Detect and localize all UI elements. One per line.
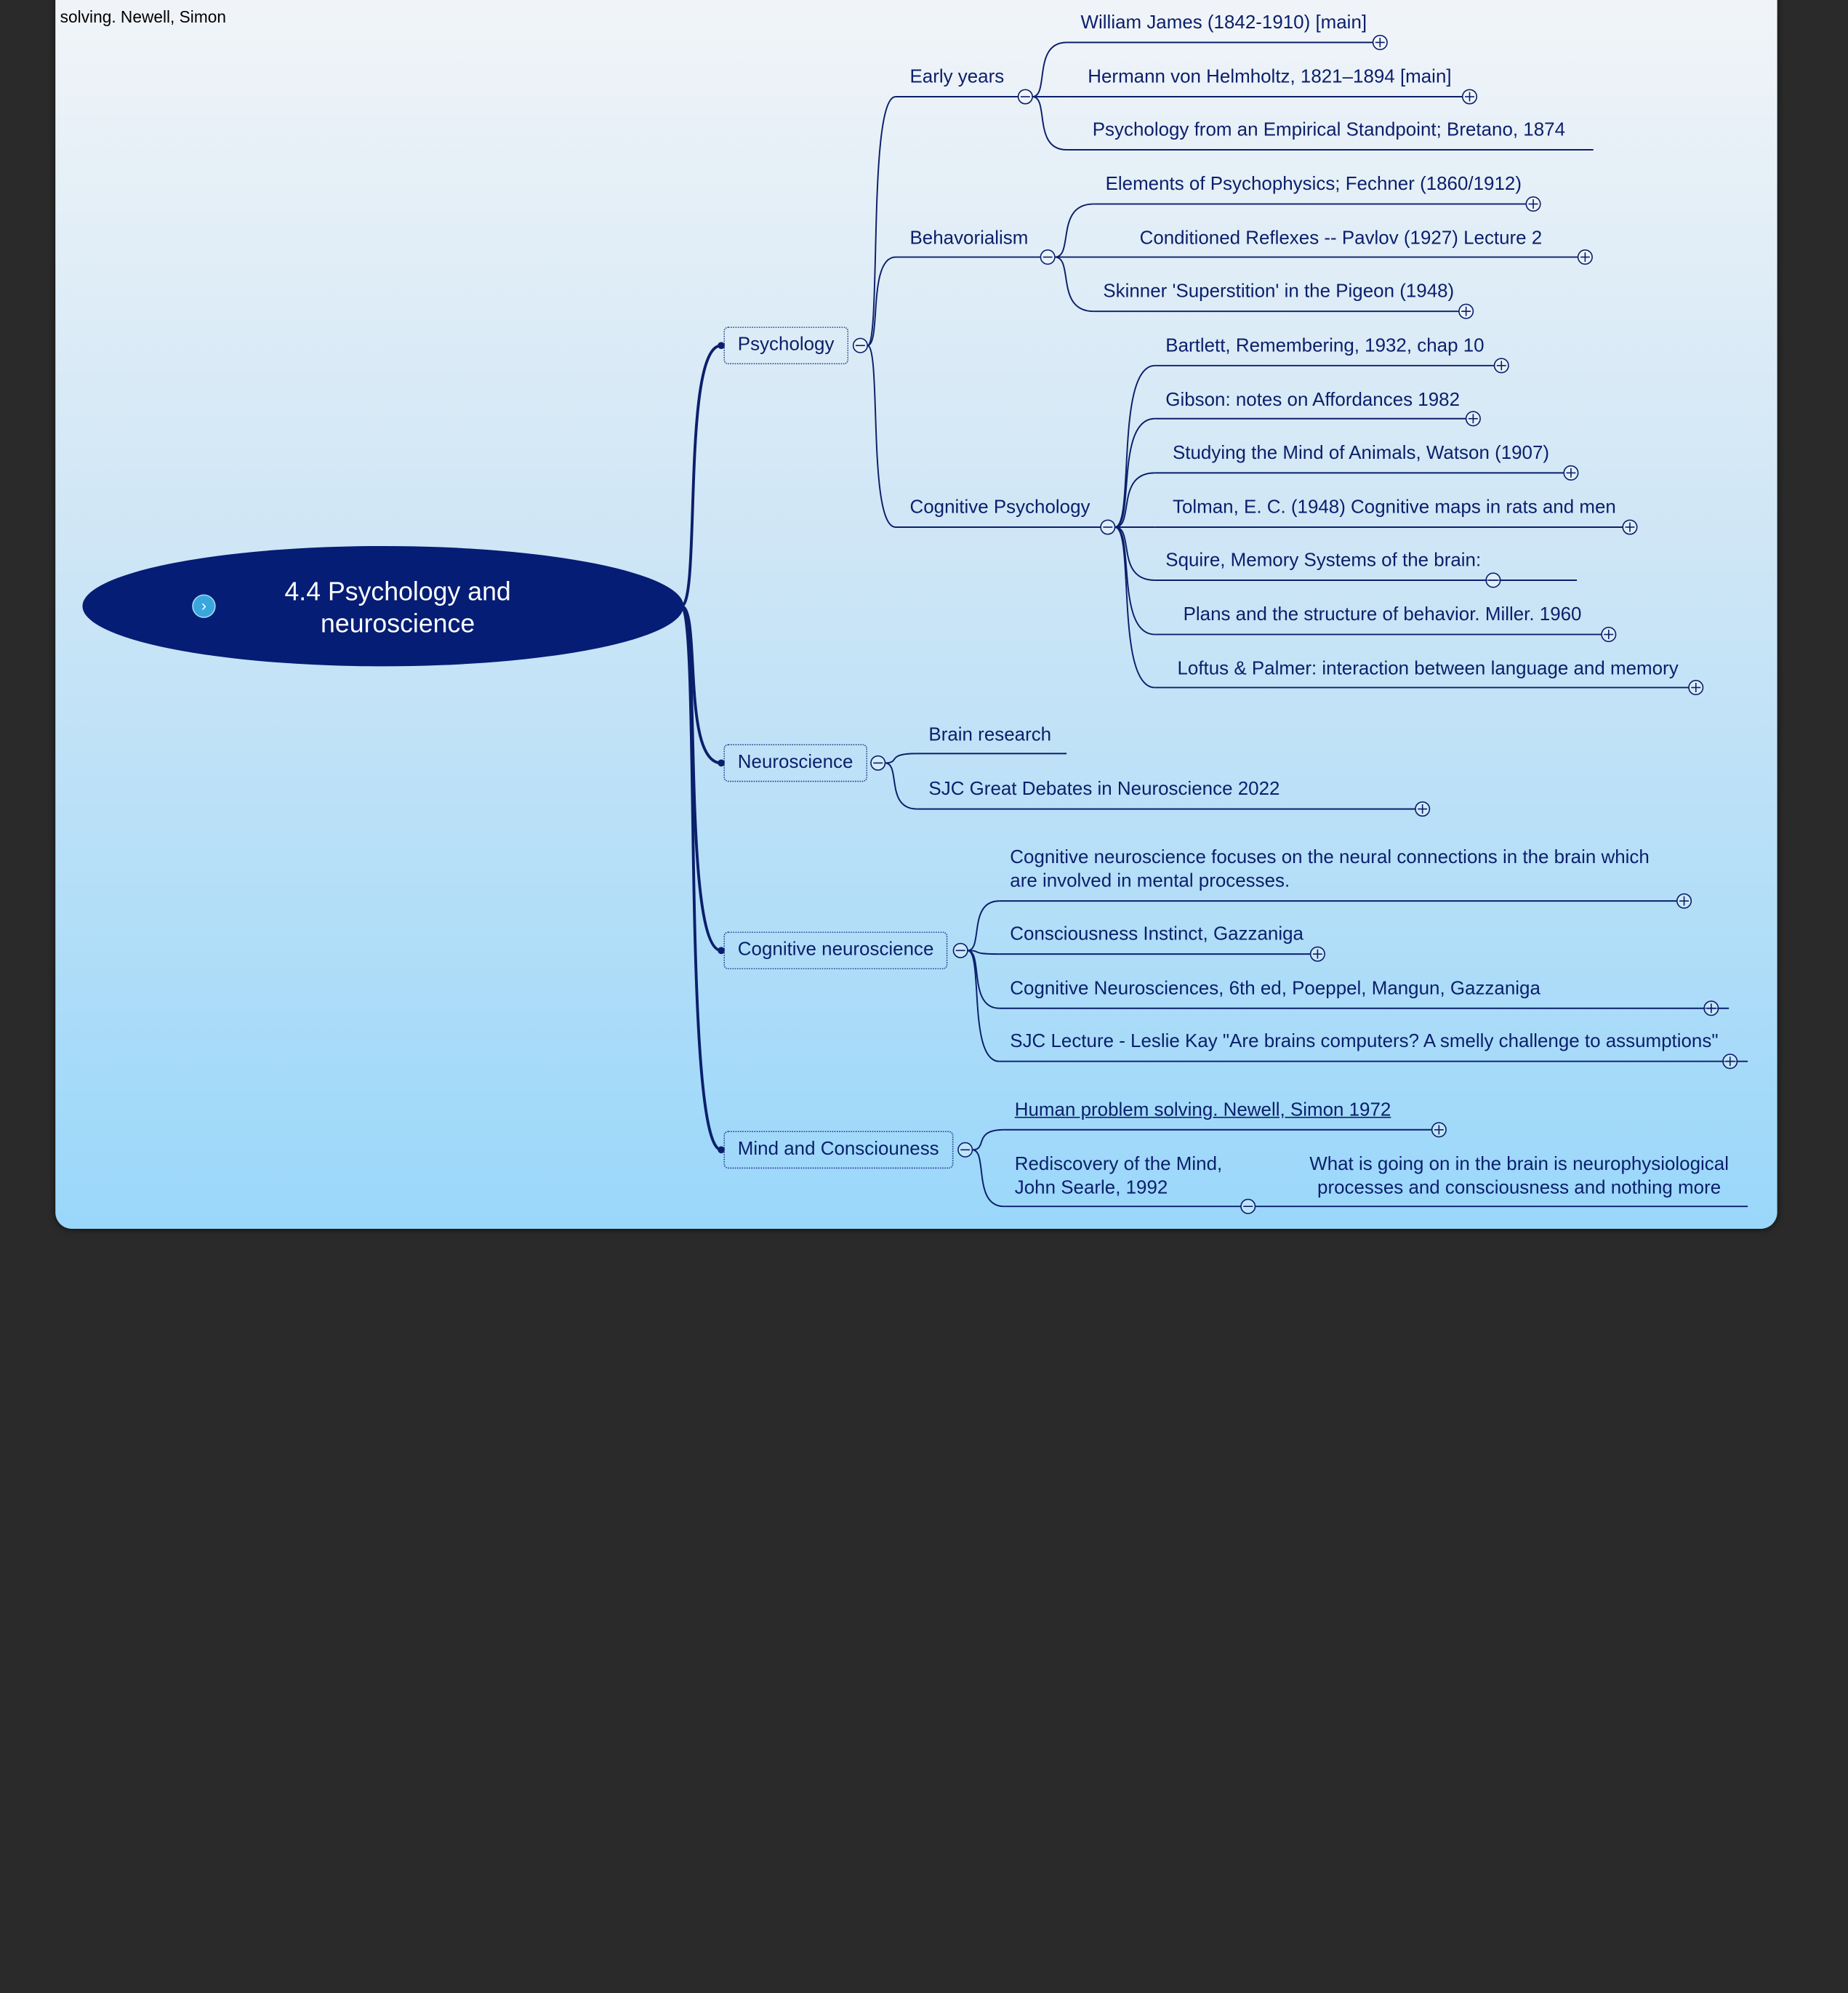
leaf-gibson[interactable]: Gibson: notes on Affordances 1982 <box>1165 390 1461 411</box>
root-connector-3 <box>680 604 722 1152</box>
leaf-consciousness-instinct[interactable]: Consciousness Instinct, Gazzaniga <box>1010 924 1303 945</box>
expand-arrow-icon[interactable]: › <box>192 594 216 618</box>
subtopic-early-years[interactable]: Early years <box>909 67 1005 88</box>
leaf-skinner[interactable]: Skinner 'Superstition' in the Pigeon (19… <box>1103 281 1455 302</box>
leaf-curve-0 <box>1032 41 1067 97</box>
leaf-pavlov[interactable]: Conditioned Reflexes -- Pavlov (1927) Le… <box>1139 228 1543 249</box>
leaf-curve-7 <box>1114 417 1155 528</box>
link-human-problem-solving[interactable]: Human problem solving. Newell, Simon 197… <box>1014 1100 1391 1120</box>
leaf-curve-10 <box>1114 526 1155 581</box>
branch-anchor-dot-2 <box>718 947 725 955</box>
leaf-curve-18 <box>967 950 1000 1062</box>
leaf-curve-19 <box>972 1128 1005 1151</box>
subtopic-behavorialism[interactable]: Behavorialism <box>909 228 1029 249</box>
branch-mind-and-consciousness[interactable]: Mind and Consciouness <box>723 1131 954 1169</box>
branch-anchor-dot-0 <box>718 342 725 350</box>
leaf-curve-12 <box>1114 526 1155 689</box>
leaf-curve-2 <box>1032 96 1067 151</box>
leaf-rediscovery-of-the-mind[interactable]: Rediscovery of the Mind, John Searle, 19… <box>1014 1154 1223 1198</box>
leaf-curve-3 <box>1054 203 1094 258</box>
leaf-bartlett[interactable]: Bartlett, Remembering, 1932, chap 10 <box>1165 336 1485 356</box>
corner-text: solving. Newell, Simon <box>60 7 226 26</box>
psychology-subtopic-curve-0 <box>867 96 896 347</box>
subtopic-cognitive-psychology[interactable]: Cognitive Psychology <box>909 497 1090 518</box>
leaf-curve-11 <box>1114 526 1155 635</box>
leaf-curve-6 <box>1114 364 1155 528</box>
leaf-brain-research[interactable]: Brain research <box>928 725 1052 746</box>
leaf-sjc-lecture-kay[interactable]: SJC Lecture - Leslie Kay "Are brains com… <box>1010 1032 1719 1052</box>
branch-neuroscience[interactable]: Neuroscience <box>723 744 867 782</box>
leaf-tolman[interactable]: Tolman, E. C. (1948) Cognitive maps in r… <box>1172 497 1616 518</box>
leaf-curve-20 <box>972 1149 1005 1208</box>
psychology-subtopic-curve-2 <box>867 345 896 528</box>
branch-anchor-dot-3 <box>718 1146 725 1154</box>
leaf-fechner[interactable]: Elements of Psychophysics; Fechner (1860… <box>1105 175 1522 195</box>
leaf-william-james[interactable]: William James (1842-1910) [main] <box>1080 12 1367 33</box>
root-connector-2 <box>680 604 722 953</box>
leaf-bretano[interactable]: Psychology from an Empirical Standpoint;… <box>1092 120 1565 141</box>
leaf-sjc-great-debates[interactable]: SJC Great Debates in Neuroscience 2022 <box>928 779 1280 800</box>
connector-lines <box>680 34 1748 1214</box>
leaf-cognitive-neuroscience-note[interactable]: Cognitive neuroscience focuses on the ne… <box>1010 848 1650 892</box>
leaf-curve-17 <box>967 950 1000 1009</box>
leaf-loftus-palmer[interactable]: Loftus & Palmer: interaction between lan… <box>1177 659 1679 680</box>
root-topic-label: 4.4 Psychology and neuroscience <box>284 577 511 638</box>
leaf-curve-8 <box>1114 472 1155 528</box>
leaf-helmholtz[interactable]: Hermann von Helmholtz, 1821–1894 [main] <box>1088 67 1452 88</box>
leaf-cognitive-neurosciences-6th[interactable]: Cognitive Neurosciences, 6th ed, Poeppel… <box>1010 979 1540 999</box>
branch-anchor-dot-1 <box>718 759 725 767</box>
leaf-watson[interactable]: Studying the Mind of Animals, Watson (19… <box>1172 443 1550 464</box>
branch-cognitive-neuroscience[interactable]: Cognitive neuroscience <box>723 931 948 970</box>
leaf-curve-15 <box>967 900 1000 952</box>
root-connector-0 <box>680 344 722 608</box>
root-topic[interactable] <box>82 545 684 667</box>
leaf-curve-5 <box>1054 256 1094 313</box>
leaf-curve-16 <box>967 950 1000 955</box>
leaf-miller[interactable]: Plans and the structure of behavior. Mil… <box>1183 605 1582 625</box>
branch-psychology[interactable]: Psychology <box>723 326 848 365</box>
psychology-subtopic-curve-1 <box>867 256 896 347</box>
leaf-squire[interactable]: Squire, Memory Systems of the brain: <box>1165 550 1482 571</box>
leaf-curve-14 <box>885 762 917 810</box>
root-connector-1 <box>680 604 722 765</box>
leaf-curve-13 <box>885 753 917 764</box>
leaf-searle-note[interactable]: What is going on in the brain is neuroph… <box>1309 1154 1729 1198</box>
